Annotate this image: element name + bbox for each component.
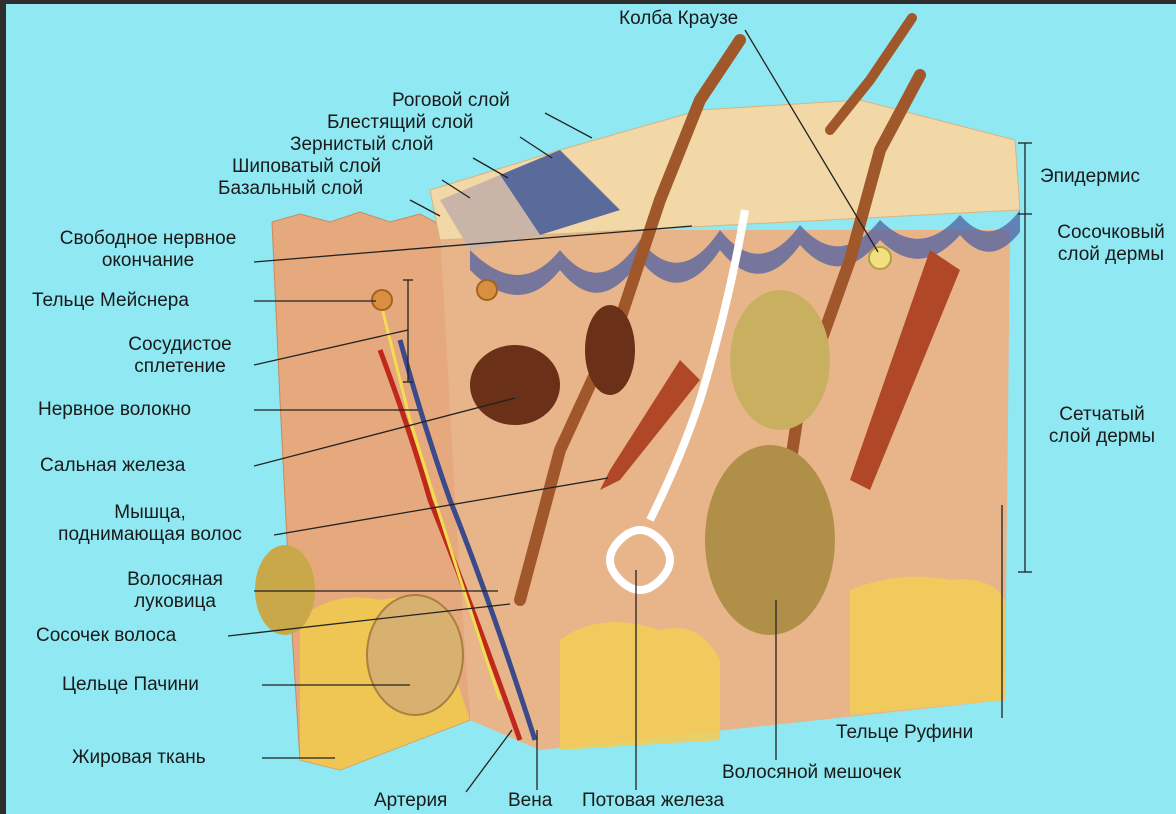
label-papillary-line2: слой дермы bbox=[1036, 244, 1176, 266]
label-fat-tissue: Жировая ткань bbox=[72, 747, 206, 769]
fat-tissue-middle bbox=[560, 622, 720, 750]
label-sebaceous-gland: Сальная железа bbox=[40, 455, 185, 477]
follicle-sac bbox=[705, 445, 835, 635]
label-bulb-line1: Волосяная bbox=[100, 569, 250, 591]
label-artery: Артерия bbox=[374, 790, 447, 812]
label-reticular-line2: слой дермы bbox=[1032, 426, 1172, 448]
krause-bulb bbox=[869, 247, 891, 269]
label-lucid-layer: Блестящий слой bbox=[327, 112, 474, 134]
label-pacini-corpuscle: Цельце Пачини bbox=[62, 674, 199, 696]
label-hair-follicle: Волосяной мешочек bbox=[722, 762, 901, 784]
label-papillary-line1: Сосочковый bbox=[1036, 222, 1176, 244]
label-reticular-dermis: Сетчатый слой дермы bbox=[1032, 404, 1172, 448]
label-papillary-dermis: Сосочковый слой дермы bbox=[1036, 222, 1176, 266]
label-vascular-line1: Сосудистое bbox=[80, 334, 280, 356]
label-nerve-fiber: Нервное волокно bbox=[38, 399, 191, 421]
label-hair-papilla: Сосочек волоса bbox=[36, 625, 176, 647]
label-bulb-line2: луковица bbox=[100, 591, 250, 613]
label-free-nerve-line1: Свободное нервное bbox=[30, 228, 266, 250]
label-sweat-gland: Потовая железа bbox=[582, 790, 724, 812]
fat-tissue-right bbox=[850, 577, 1005, 715]
label-meissner-corpuscle: Тельце Мейснера bbox=[32, 290, 189, 312]
label-spinous-layer: Шиповатый слой bbox=[232, 156, 381, 178]
label-muscle-line2: поднимающая волос bbox=[28, 524, 272, 546]
pacini-corpuscle bbox=[367, 595, 463, 715]
label-hair-bulb: Волосяная луковица bbox=[100, 569, 250, 613]
sebaceous-gland-2 bbox=[585, 305, 635, 395]
meissner-1 bbox=[372, 290, 392, 310]
label-ruffini-corpuscle: Тельце Руфини bbox=[836, 722, 973, 744]
sebaceous-gland bbox=[470, 345, 560, 425]
label-free-nerve-ending: Свободное нервное окончание bbox=[30, 228, 266, 272]
follicle-gland bbox=[730, 290, 830, 430]
label-vein: Вена bbox=[508, 790, 552, 812]
label-epidermis: Эпидермис bbox=[1040, 166, 1140, 188]
label-basal-layer: Базальный слой bbox=[218, 178, 363, 200]
label-reticular-line1: Сетчатый bbox=[1032, 404, 1172, 426]
fat-lobe-left bbox=[255, 545, 315, 635]
meissner-2 bbox=[477, 280, 497, 300]
label-free-nerve-line2: окончание bbox=[30, 250, 266, 272]
label-arrector-muscle: Мышца, поднимающая волос bbox=[28, 502, 272, 546]
label-vascular-line2: сплетение bbox=[80, 356, 280, 378]
label-horny-layer: Роговой слой bbox=[392, 90, 510, 112]
label-krause-bulb: Колба Краузе bbox=[619, 8, 738, 30]
label-vascular-plexus: Сосудистое сплетение bbox=[80, 334, 280, 378]
label-muscle-line1: Мышца, bbox=[28, 502, 272, 524]
label-granular-layer: Зернистый слой bbox=[290, 134, 433, 156]
